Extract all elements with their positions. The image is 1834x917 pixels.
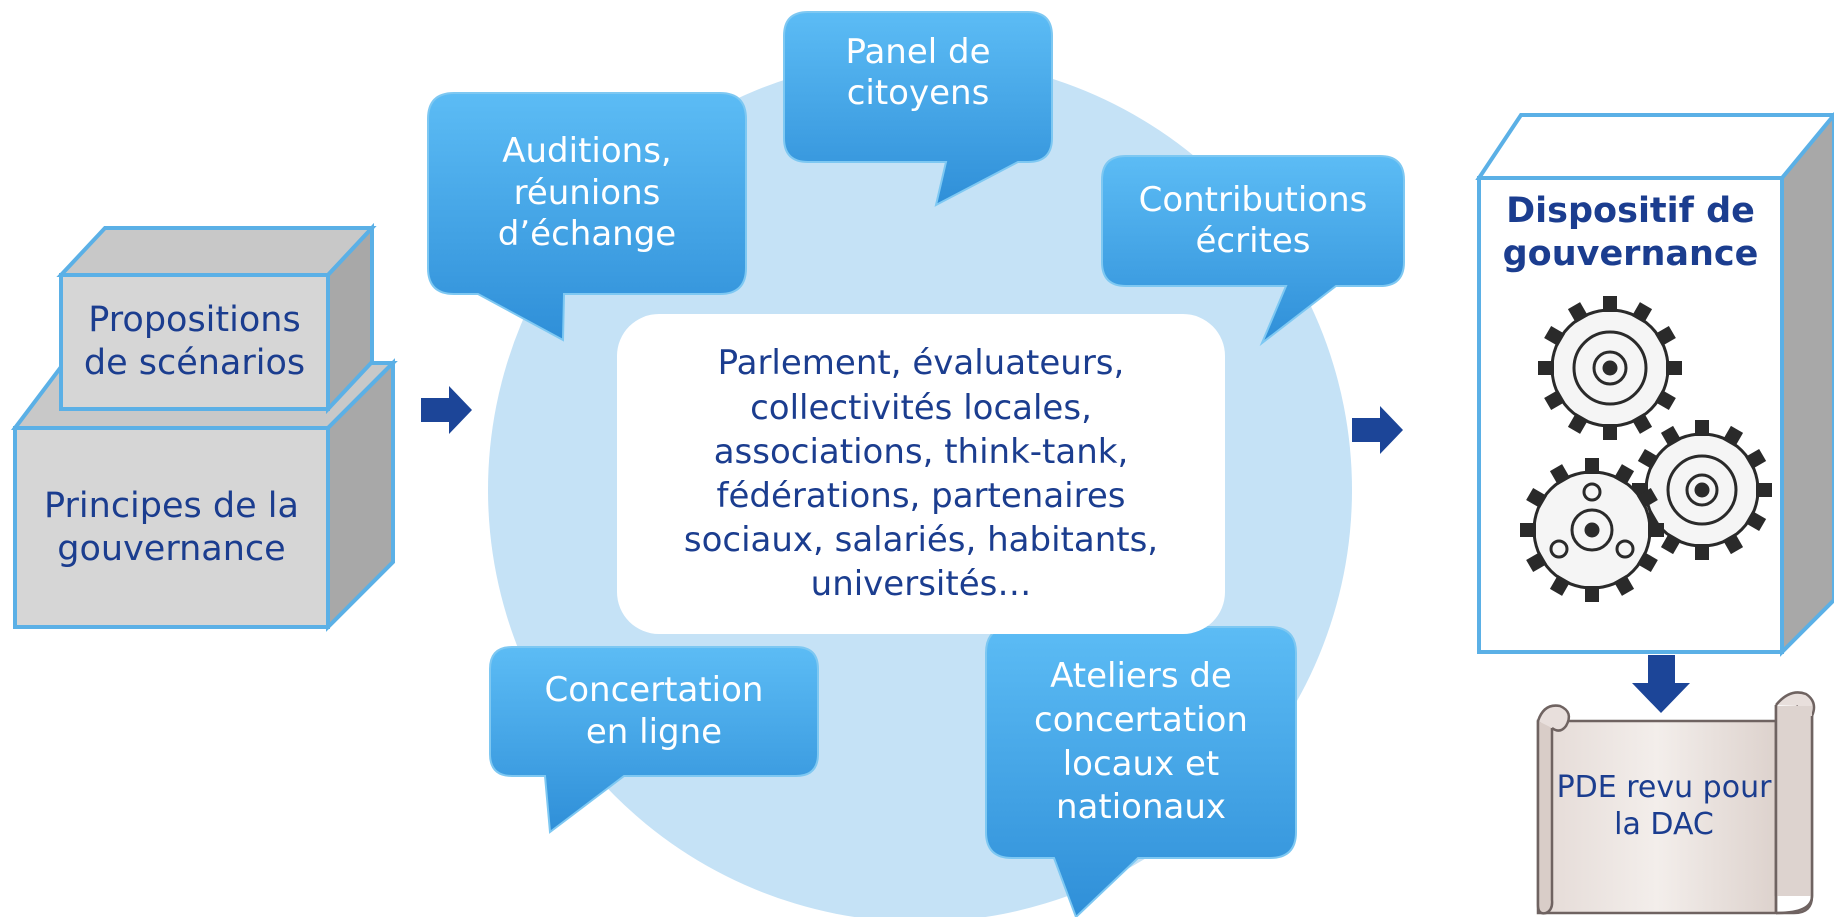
bubble-auditions-label: Auditions, réunions d’échange xyxy=(497,131,677,255)
scroll-label: PDE revu pour la DAC xyxy=(1556,770,1772,842)
left-box-stack xyxy=(10,222,398,632)
bubble-auditions xyxy=(427,92,747,342)
principles-label: Principes de la gouvernance xyxy=(44,485,299,569)
arrow-right-icon xyxy=(1352,406,1403,454)
bubble-online-label: Concertation en ligne xyxy=(544,670,764,752)
bubble-workshops-label: Ateliers de concertation locaux et natio… xyxy=(1034,656,1248,828)
scroll-icon xyxy=(1536,691,1816,915)
scenarios-box xyxy=(56,222,377,415)
actors-panel xyxy=(617,314,1225,634)
scenarios-label: Propositions de scénarios xyxy=(83,300,306,383)
arrow-down-icon xyxy=(1632,655,1690,713)
actors-list: Parlement, évaluateurs, collectivités lo… xyxy=(683,343,1159,605)
bubble-contributions-label: Contributions écrites xyxy=(1138,179,1368,261)
bubble-online xyxy=(489,646,819,834)
bubble-workshops xyxy=(985,626,1297,917)
bubble-panel-label: Panel de citoyens xyxy=(845,32,991,114)
arrow-right-icon xyxy=(421,386,472,434)
gears-icon xyxy=(1520,296,1772,602)
bubble-contributions xyxy=(1101,155,1405,347)
bubble-panel xyxy=(783,11,1053,207)
governance-title: Dispositif de gouvernance xyxy=(1502,191,1759,274)
